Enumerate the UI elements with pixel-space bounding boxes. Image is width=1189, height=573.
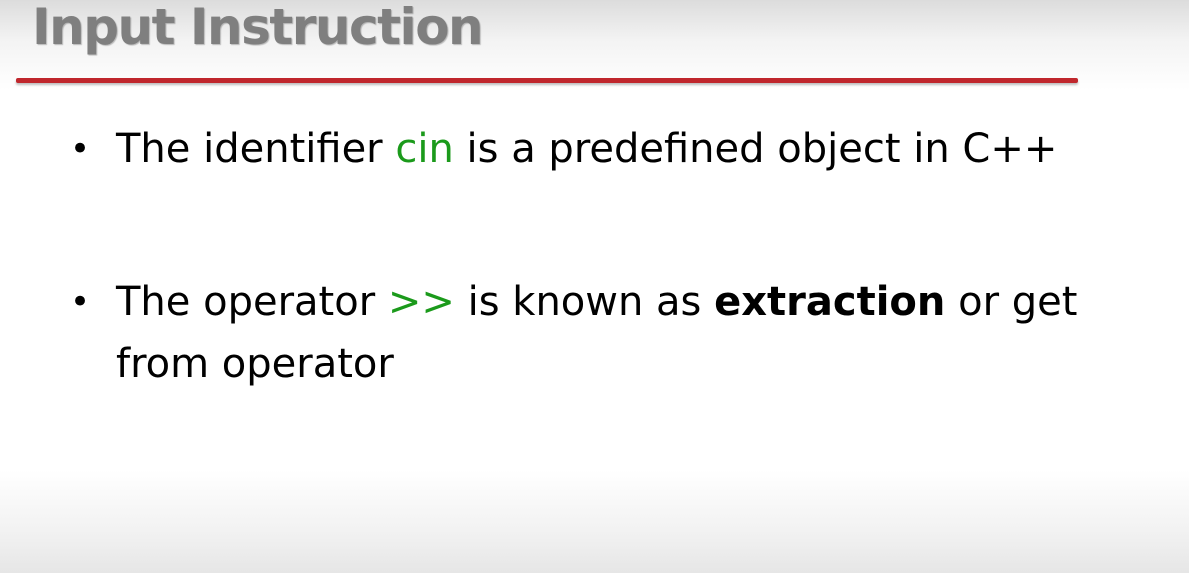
bullet-item-extraction-operator: • The operator >> is known as extraction… xyxy=(70,271,1130,395)
bullet-text-post: is a predefined object in C++ xyxy=(453,126,1058,172)
keyword-extraction: extraction xyxy=(714,279,946,325)
keyword-extraction-operator: >> xyxy=(387,279,455,325)
bullet-text: The identifier cin is a predefined objec… xyxy=(116,118,1130,180)
bullet-dot-icon: • xyxy=(70,282,91,322)
bullet-text-post: or get from operator xyxy=(116,279,1078,387)
title-underline-rule xyxy=(16,78,1078,83)
bullet-item-cin: • The identifier cin is a predefined obj… xyxy=(70,118,1130,180)
bullet-text-pre: The operator xyxy=(116,279,388,325)
bullet-text-mid: is known as xyxy=(454,279,715,325)
bullet-text-pre: The identifier xyxy=(116,126,396,172)
keyword-cin: cin xyxy=(395,126,454,172)
slide-title: Input Instruction xyxy=(32,0,484,56)
bullet-dot-icon: • xyxy=(70,129,91,169)
bullet-text: The operator >> is known as extraction o… xyxy=(116,271,1130,395)
